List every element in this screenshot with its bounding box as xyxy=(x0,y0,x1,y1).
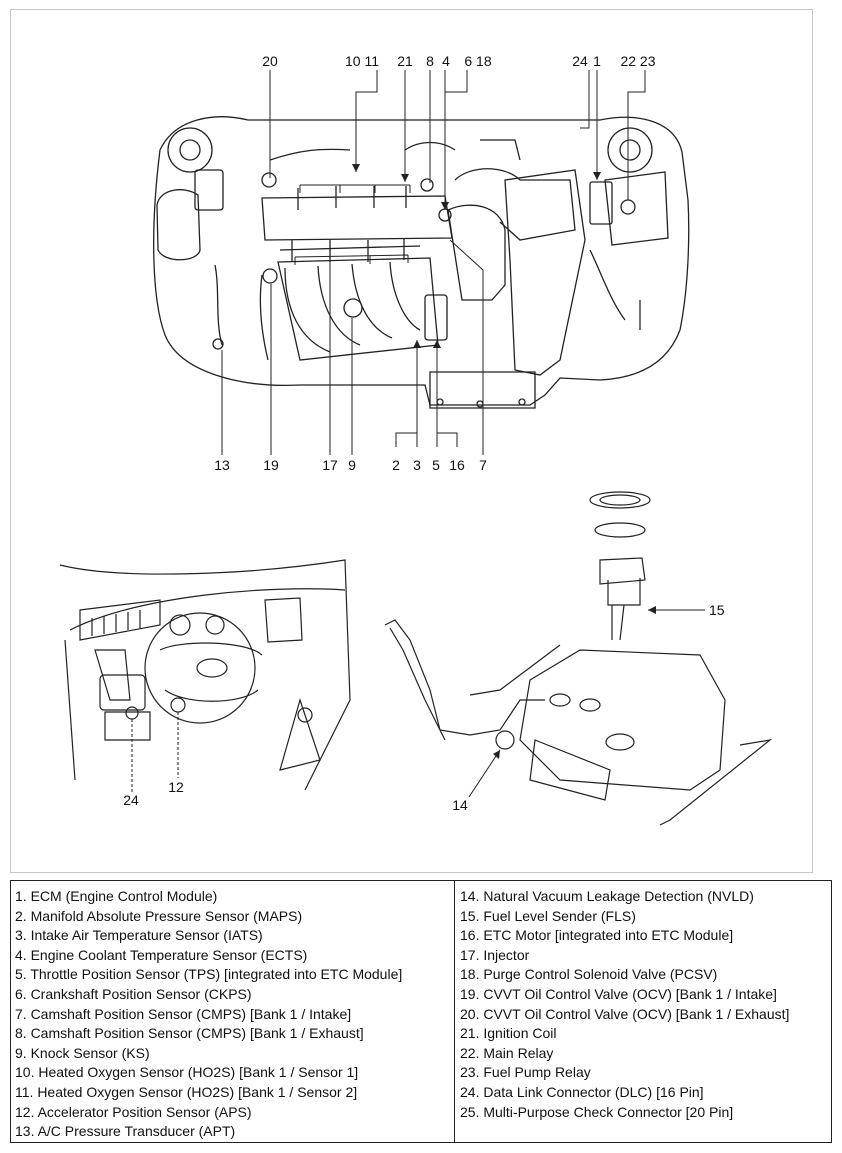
callout-24: 24 xyxy=(572,53,588,69)
callout-12: 12 xyxy=(168,779,184,795)
callout-3: 3 xyxy=(413,457,421,473)
callout-5: 5 xyxy=(432,457,440,473)
legend-item: 21. Ignition Coil xyxy=(460,1025,557,1042)
callout-6-18: 6 18 xyxy=(464,53,491,69)
legend-column-right: 14. Natural Vacuum Leakage Detection (NV… xyxy=(455,881,831,1142)
callout-16: 16 xyxy=(449,457,465,473)
legend-item: 19. CVVT Oil Control Valve (OCV) [Bank 1… xyxy=(460,985,777,1002)
legend-item: 13. A/C Pressure Transducer (APT) xyxy=(15,1123,236,1140)
callout-19: 19 xyxy=(263,457,279,473)
legend-item: 15. Fuel Level Sender (FLS) xyxy=(460,907,636,924)
engine-bay-illustration xyxy=(153,116,690,409)
legend-item: 22. Main Relay xyxy=(460,1044,554,1061)
engine-leader-lines xyxy=(221,70,646,455)
callout-20: 20 xyxy=(262,53,278,69)
figure-frame xyxy=(10,9,813,873)
engine-leader-arrowheads xyxy=(352,164,601,348)
callout-22-23: 22 23 xyxy=(620,53,655,69)
legend-item: 3. Intake Air Temperature Sensor (IATS) xyxy=(15,927,263,944)
callout-15: 15 xyxy=(709,602,725,618)
legend-table: 1. ECM (Engine Control Module) 2. Manifo… xyxy=(10,880,832,1143)
legend-item: 25. Multi-Purpose Check Connector [20 Pi… xyxy=(460,1103,734,1120)
legend-item: 5. Throttle Position Sensor (TPS) [integ… xyxy=(15,966,403,983)
callout-13: 13 xyxy=(214,457,230,473)
tank-callouts: 15 14 xyxy=(452,602,725,813)
legend-item: 24. Data Link Connector (DLC) [16 Pin] xyxy=(460,1083,704,1100)
callout-24-cabin: 24 xyxy=(123,792,139,808)
callout-1: 1 xyxy=(593,53,601,69)
legend-item: 17. Injector xyxy=(460,946,530,963)
legend-item: 12. Accelerator Position Sensor (APS) xyxy=(15,1103,252,1120)
legend-item: 1. ECM (Engine Control Module) xyxy=(15,888,218,904)
legend-item: 8. Camshaft Position Sensor (CMPS) [Bank… xyxy=(15,1025,364,1042)
callout-10-11: 10 11 xyxy=(345,53,379,69)
legend-item: 9. Knock Sensor (KS) xyxy=(15,1044,150,1061)
legend-item: 11. Heated Oxygen Sensor (HO2S) [Bank 1 … xyxy=(15,1083,358,1100)
legend-item: 2. Manifold Absolute Pressure Sensor (MA… xyxy=(15,907,303,924)
fuel-tank-illustration xyxy=(384,491,773,826)
callout-4: 4 xyxy=(442,53,450,69)
engine-callouts: 20 10 11 21 8 4 6 18 24 1 22 23 13 19 17… xyxy=(214,53,656,473)
callout-9: 9 xyxy=(348,457,356,473)
callout-14: 14 xyxy=(452,797,468,813)
tank-leader-arrowheads xyxy=(493,606,656,759)
legend-item: 23. Fuel Pump Relay xyxy=(460,1064,591,1081)
legend-item: 18. Purge Control Solenoid Valve (PCSV) xyxy=(460,966,718,983)
legend-item: 14. Natural Vacuum Leakage Detection (NV… xyxy=(460,888,754,904)
cabin-callouts: 24 12 xyxy=(123,779,184,808)
cabin-leader-lines xyxy=(131,712,179,792)
legend-item: 7. Camshaft Position Sensor (CMPS) [Bank… xyxy=(15,1005,352,1022)
callout-2: 2 xyxy=(392,457,400,473)
legend-item: 20. CVVT Oil Control Valve (OCV) [Bank 1… xyxy=(460,1005,790,1022)
legend-column-left: 1. ECM (Engine Control Module) 2. Manifo… xyxy=(11,881,455,1142)
callout-21: 21 xyxy=(397,53,413,69)
tank-leader-lines xyxy=(468,609,705,798)
legend-item: 6. Crankshaft Position Sensor (CKPS) xyxy=(15,985,252,1002)
callout-7: 7 xyxy=(479,457,487,473)
callout-8: 8 xyxy=(426,53,434,69)
legend-item: 10. Heated Oxygen Sensor (HO2S) [Bank 1 … xyxy=(15,1064,359,1081)
legend-item: 4. Engine Coolant Temperature Sensor (EC… xyxy=(15,946,308,963)
legend-item: 16. ETC Motor [integrated into ETC Modul… xyxy=(460,927,734,944)
cabin-illustration xyxy=(59,559,351,791)
callout-17: 17 xyxy=(322,457,338,473)
component-location-diagram: 20 10 11 21 8 4 6 18 24 1 22 23 13 19 17… xyxy=(59,53,773,826)
